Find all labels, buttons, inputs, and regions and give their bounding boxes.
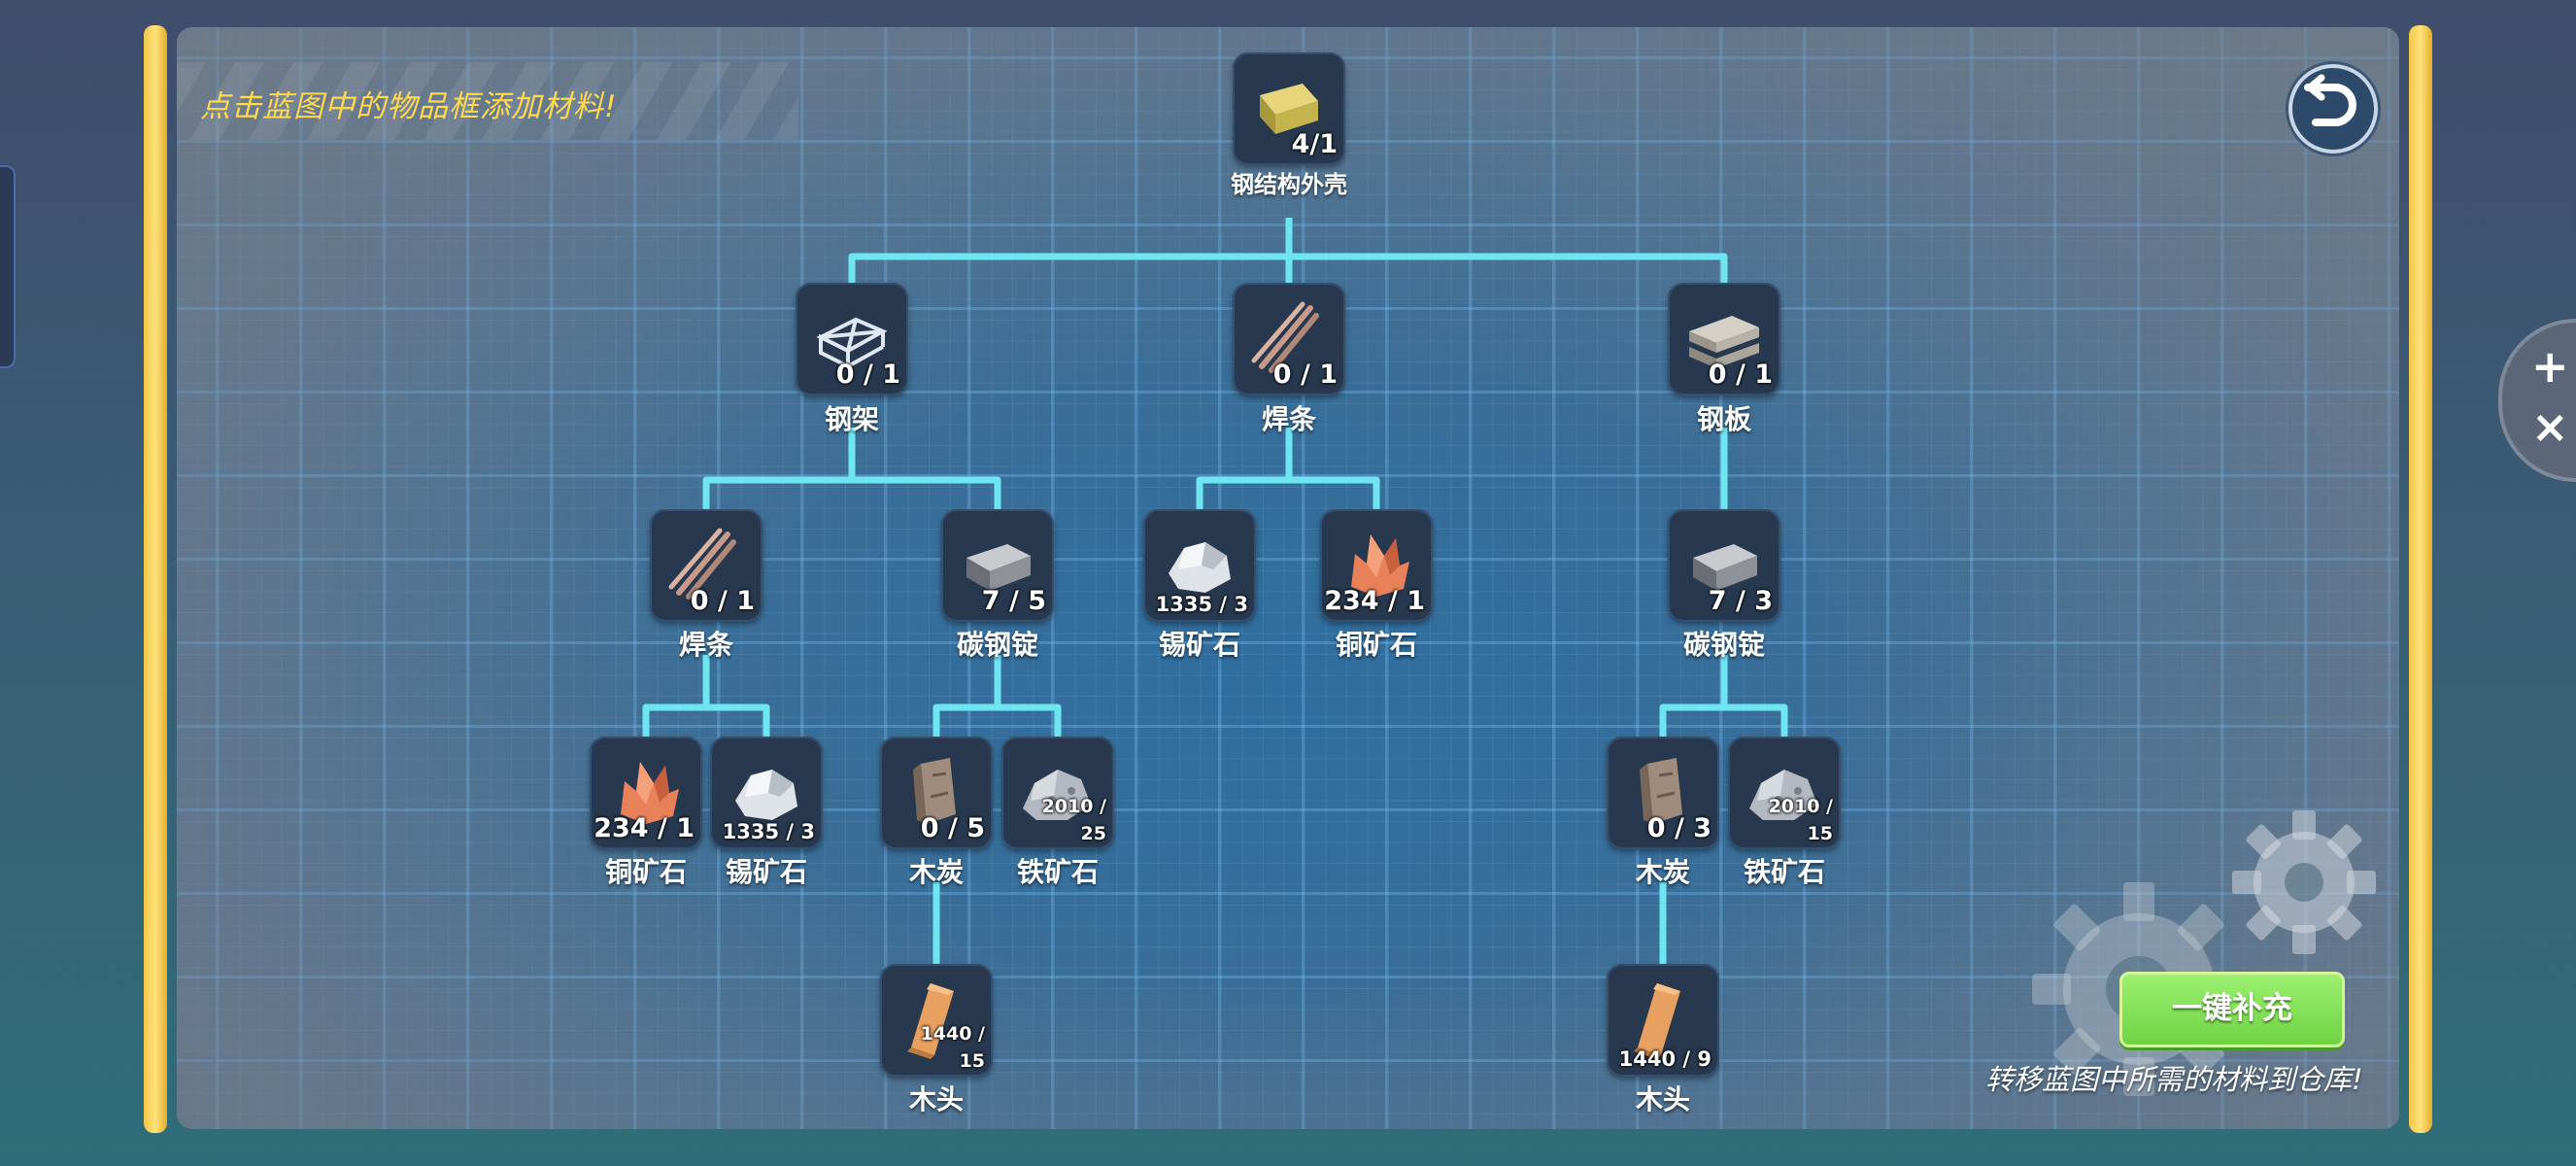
charcoal-icon <box>1640 758 1682 824</box>
steel-ingot-icon <box>966 544 1031 591</box>
item-count: 0 / 1 <box>1272 360 1338 390</box>
tree-connectors <box>642 218 1788 964</box>
hint-text: 点击蓝图中的物品框添加材料! <box>200 89 618 124</box>
item-count-have: 2010 / <box>1768 796 1833 817</box>
item-slot-carbon-steel-ingot[interactable]: 7 / 3 <box>1668 509 1780 622</box>
item-slot-steel-shell[interactable]: 4/1 <box>1233 52 1345 165</box>
item-name: 焊条 <box>678 629 733 661</box>
item-name: 碳钢锭 <box>956 629 1038 661</box>
item-count-need: 25 <box>1080 823 1106 844</box>
return-arrow-icon <box>2304 74 2356 126</box>
item-name: 木炭 <box>1635 856 1690 888</box>
item-slot-steel-frame[interactable]: 0 / 1 <box>796 283 908 395</box>
item-slot-carbon-steel-ingot[interactable]: 7 / 5 <box>941 509 1054 622</box>
item-name: 锡矿石 <box>1158 629 1240 661</box>
side-drawer-tab[interactable] <box>0 165 16 368</box>
item-count: 2010 / 25 <box>1042 793 1106 847</box>
item-name: 木头 <box>908 1083 964 1115</box>
item-count-need: 15 <box>959 1050 985 1072</box>
item-slot-tin-ore[interactable]: 1335 / 3 <box>710 737 823 849</box>
item-count-need: 15 <box>1807 823 1833 844</box>
item-slot-wood[interactable]: 1440 / 15 <box>880 964 993 1077</box>
item-name: 焊条 <box>1261 403 1316 435</box>
item-count: 0 / 5 <box>920 813 985 843</box>
item-count: 7 / 3 <box>1708 586 1773 616</box>
charcoal-icon <box>913 758 956 824</box>
item-count: 234 / 1 <box>593 813 695 843</box>
item-count: 2010 / 15 <box>1769 793 1833 847</box>
frame-left-bar <box>144 25 167 1133</box>
item-slot-weld-rod[interactable]: 0 / 1 <box>650 509 763 622</box>
item-name: 木头 <box>1635 1083 1690 1115</box>
item-name: 钢架 <box>824 403 879 435</box>
zoom-in-icon[interactable]: + <box>2531 340 2569 393</box>
close-icon[interactable]: × <box>2531 400 2569 453</box>
refill-description: 转移蓝图中所需的材料到仓库! <box>1985 1063 2363 1096</box>
item-slot-weld-rod[interactable]: 0 / 1 <box>1233 283 1345 395</box>
steel-frame-icon <box>816 317 888 370</box>
item-slot-iron-ore[interactable]: 2010 / 25 <box>1001 737 1114 849</box>
gear-small-icon <box>2232 810 2376 954</box>
copper-ore-icon <box>621 762 679 824</box>
hint-banner <box>177 62 798 140</box>
tin-ore-icon <box>1169 542 1231 593</box>
item-slot-charcoal[interactable]: 0 / 3 <box>1607 737 1719 849</box>
item-count: 7 / 5 <box>981 586 1046 616</box>
item-count: 4/1 <box>1291 129 1338 159</box>
steel-shell-icon <box>1260 84 1318 134</box>
item-slot-charcoal[interactable]: 0 / 5 <box>880 737 993 849</box>
wood-icon <box>1634 983 1680 1059</box>
item-name: 铜矿石 <box>604 856 687 888</box>
back-button[interactable] <box>2288 64 2378 154</box>
item-name: 铜矿石 <box>1335 629 1417 661</box>
item-count: 0 / 1 <box>835 360 900 390</box>
item-slot-tin-ore[interactable]: 1335 / 3 <box>1143 509 1256 622</box>
item-name: 碳钢锭 <box>1682 629 1765 661</box>
item-count: 1440 / 9 <box>1618 1047 1712 1071</box>
item-count: 0 / 3 <box>1646 813 1712 843</box>
item-name: 铁矿石 <box>1016 856 1099 888</box>
item-name: 木炭 <box>908 856 964 888</box>
blueprint-panel: 点击蓝图中的物品框添加材料! <box>177 27 2399 1129</box>
iron-ore-icon <box>1023 770 1091 820</box>
item-count: 0 / 1 <box>1708 360 1773 390</box>
item-slot-wood[interactable]: 1440 / 9 <box>1607 964 1719 1077</box>
one-click-refill-button[interactable]: 一键补充 <box>2119 972 2345 1047</box>
item-count: 1335 / 3 <box>722 820 815 843</box>
zoom-control[interactable]: + × <box>2498 319 2576 482</box>
item-name: 钢板 <box>1696 403 1751 435</box>
iron-ore-icon <box>1749 770 1817 820</box>
wood-icon <box>907 983 954 1059</box>
item-count: 0 / 1 <box>690 586 755 616</box>
frame-right-bar <box>2409 25 2432 1133</box>
item-slot-iron-ore[interactable]: 2010 / 15 <box>1728 737 1841 849</box>
weld-rod-icon <box>1251 301 1319 373</box>
item-count-have: 1440 / <box>920 1023 985 1045</box>
item-slot-copper-ore[interactable]: 234 / 1 <box>590 737 702 849</box>
item-slot-copper-ore[interactable]: 234 / 1 <box>1320 509 1433 622</box>
tin-ore-icon <box>735 770 797 820</box>
item-slot-steel-plate[interactable]: 0 / 1 <box>1668 283 1780 395</box>
steel-ingot-icon <box>1693 544 1757 591</box>
item-name: 锡矿石 <box>725 856 807 888</box>
steel-plate-icon <box>1689 316 1759 368</box>
item-name: 铁矿石 <box>1743 856 1825 888</box>
copper-ore-icon <box>1351 534 1409 597</box>
weld-rod-icon <box>668 528 736 600</box>
item-name: 钢结构外壳 <box>1231 171 1347 198</box>
item-count: 1440 / 15 <box>921 1020 985 1075</box>
item-count: 234 / 1 <box>1324 586 1425 616</box>
item-count: 1335 / 3 <box>1155 593 1248 616</box>
item-count-have: 2010 / <box>1041 796 1106 817</box>
